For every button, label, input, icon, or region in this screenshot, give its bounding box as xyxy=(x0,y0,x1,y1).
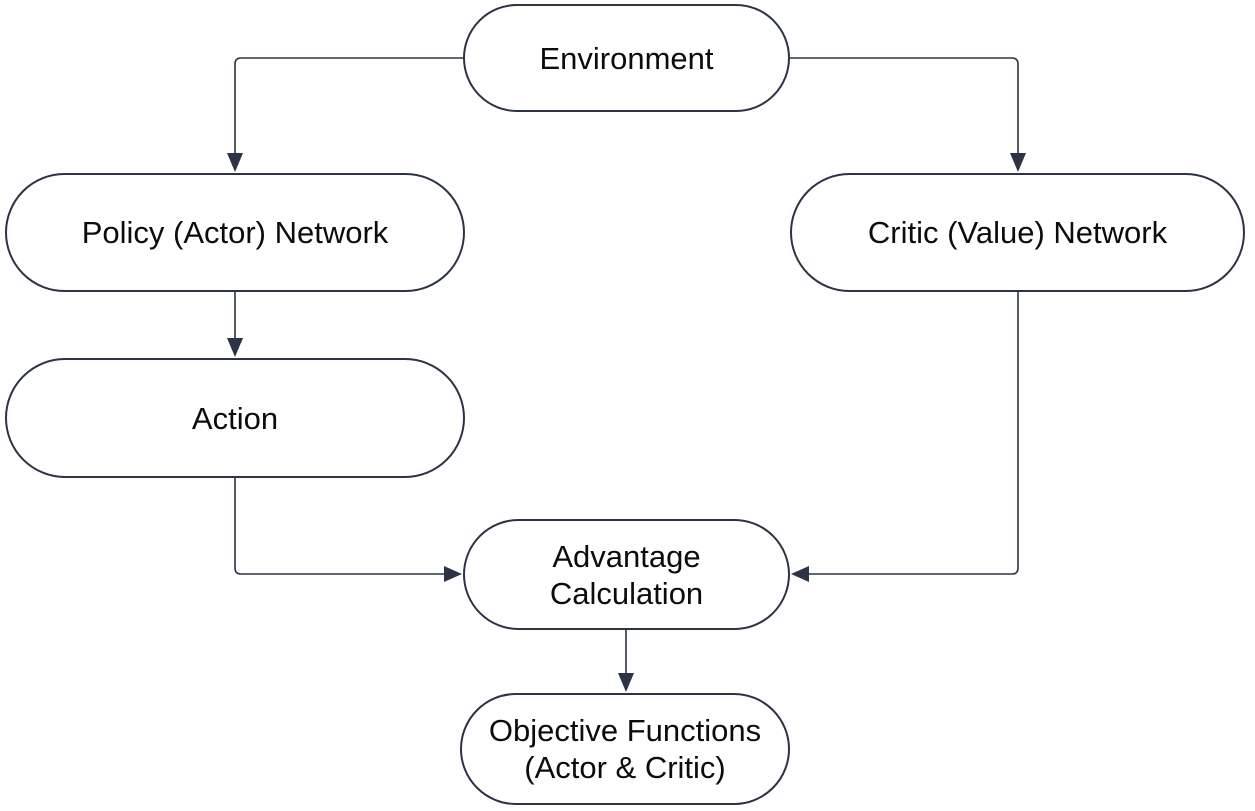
edge-advantage-to-objective xyxy=(618,630,634,692)
node-advantage-calculation: Advantage Calculation xyxy=(463,519,790,630)
node-objective-label-line1: Objective Functions xyxy=(488,713,762,748)
arrowhead-into-policy xyxy=(227,153,243,172)
node-critic-value-network: Critic (Value) Network xyxy=(790,173,1245,292)
node-policy-actor-network: Policy (Actor) Network xyxy=(5,173,465,292)
node-environment: Environment xyxy=(463,4,790,112)
node-action-label: Action xyxy=(191,400,279,436)
node-policy-label: Policy (Actor) Network xyxy=(81,215,389,250)
edge-critic-to-advantage-line xyxy=(808,292,1019,575)
node-advantage-label-line2: Calculation xyxy=(549,575,704,611)
edge-action-to-advantage-line xyxy=(234,478,445,575)
node-critic-label: Critic (Value) Network xyxy=(867,215,1168,250)
arrowhead-into-advantage-right xyxy=(791,566,809,582)
edge-action-to-advantage xyxy=(234,478,462,582)
edge-environment-to-policy-line xyxy=(234,57,463,153)
node-advantage-label-line1: Advantage xyxy=(552,538,701,574)
arrowhead-into-action xyxy=(227,338,243,357)
node-environment-label: Environment xyxy=(539,40,714,76)
arrowhead-into-advantage-left xyxy=(444,566,462,582)
arrowhead-into-critic xyxy=(1010,153,1026,172)
edge-environment-to-critic xyxy=(790,57,1026,172)
edge-policy-to-action xyxy=(227,292,243,357)
node-objective-functions: Objective Functions (Actor & Critic) xyxy=(460,693,790,805)
node-action: Action xyxy=(5,358,465,478)
arrowhead-into-objective xyxy=(618,673,634,692)
edge-environment-to-critic-line xyxy=(790,57,1019,153)
edge-environment-to-policy xyxy=(227,57,463,172)
edge-critic-to-advantage xyxy=(791,292,1019,582)
node-objective-label-line2: (Actor & Critic) xyxy=(524,750,726,785)
